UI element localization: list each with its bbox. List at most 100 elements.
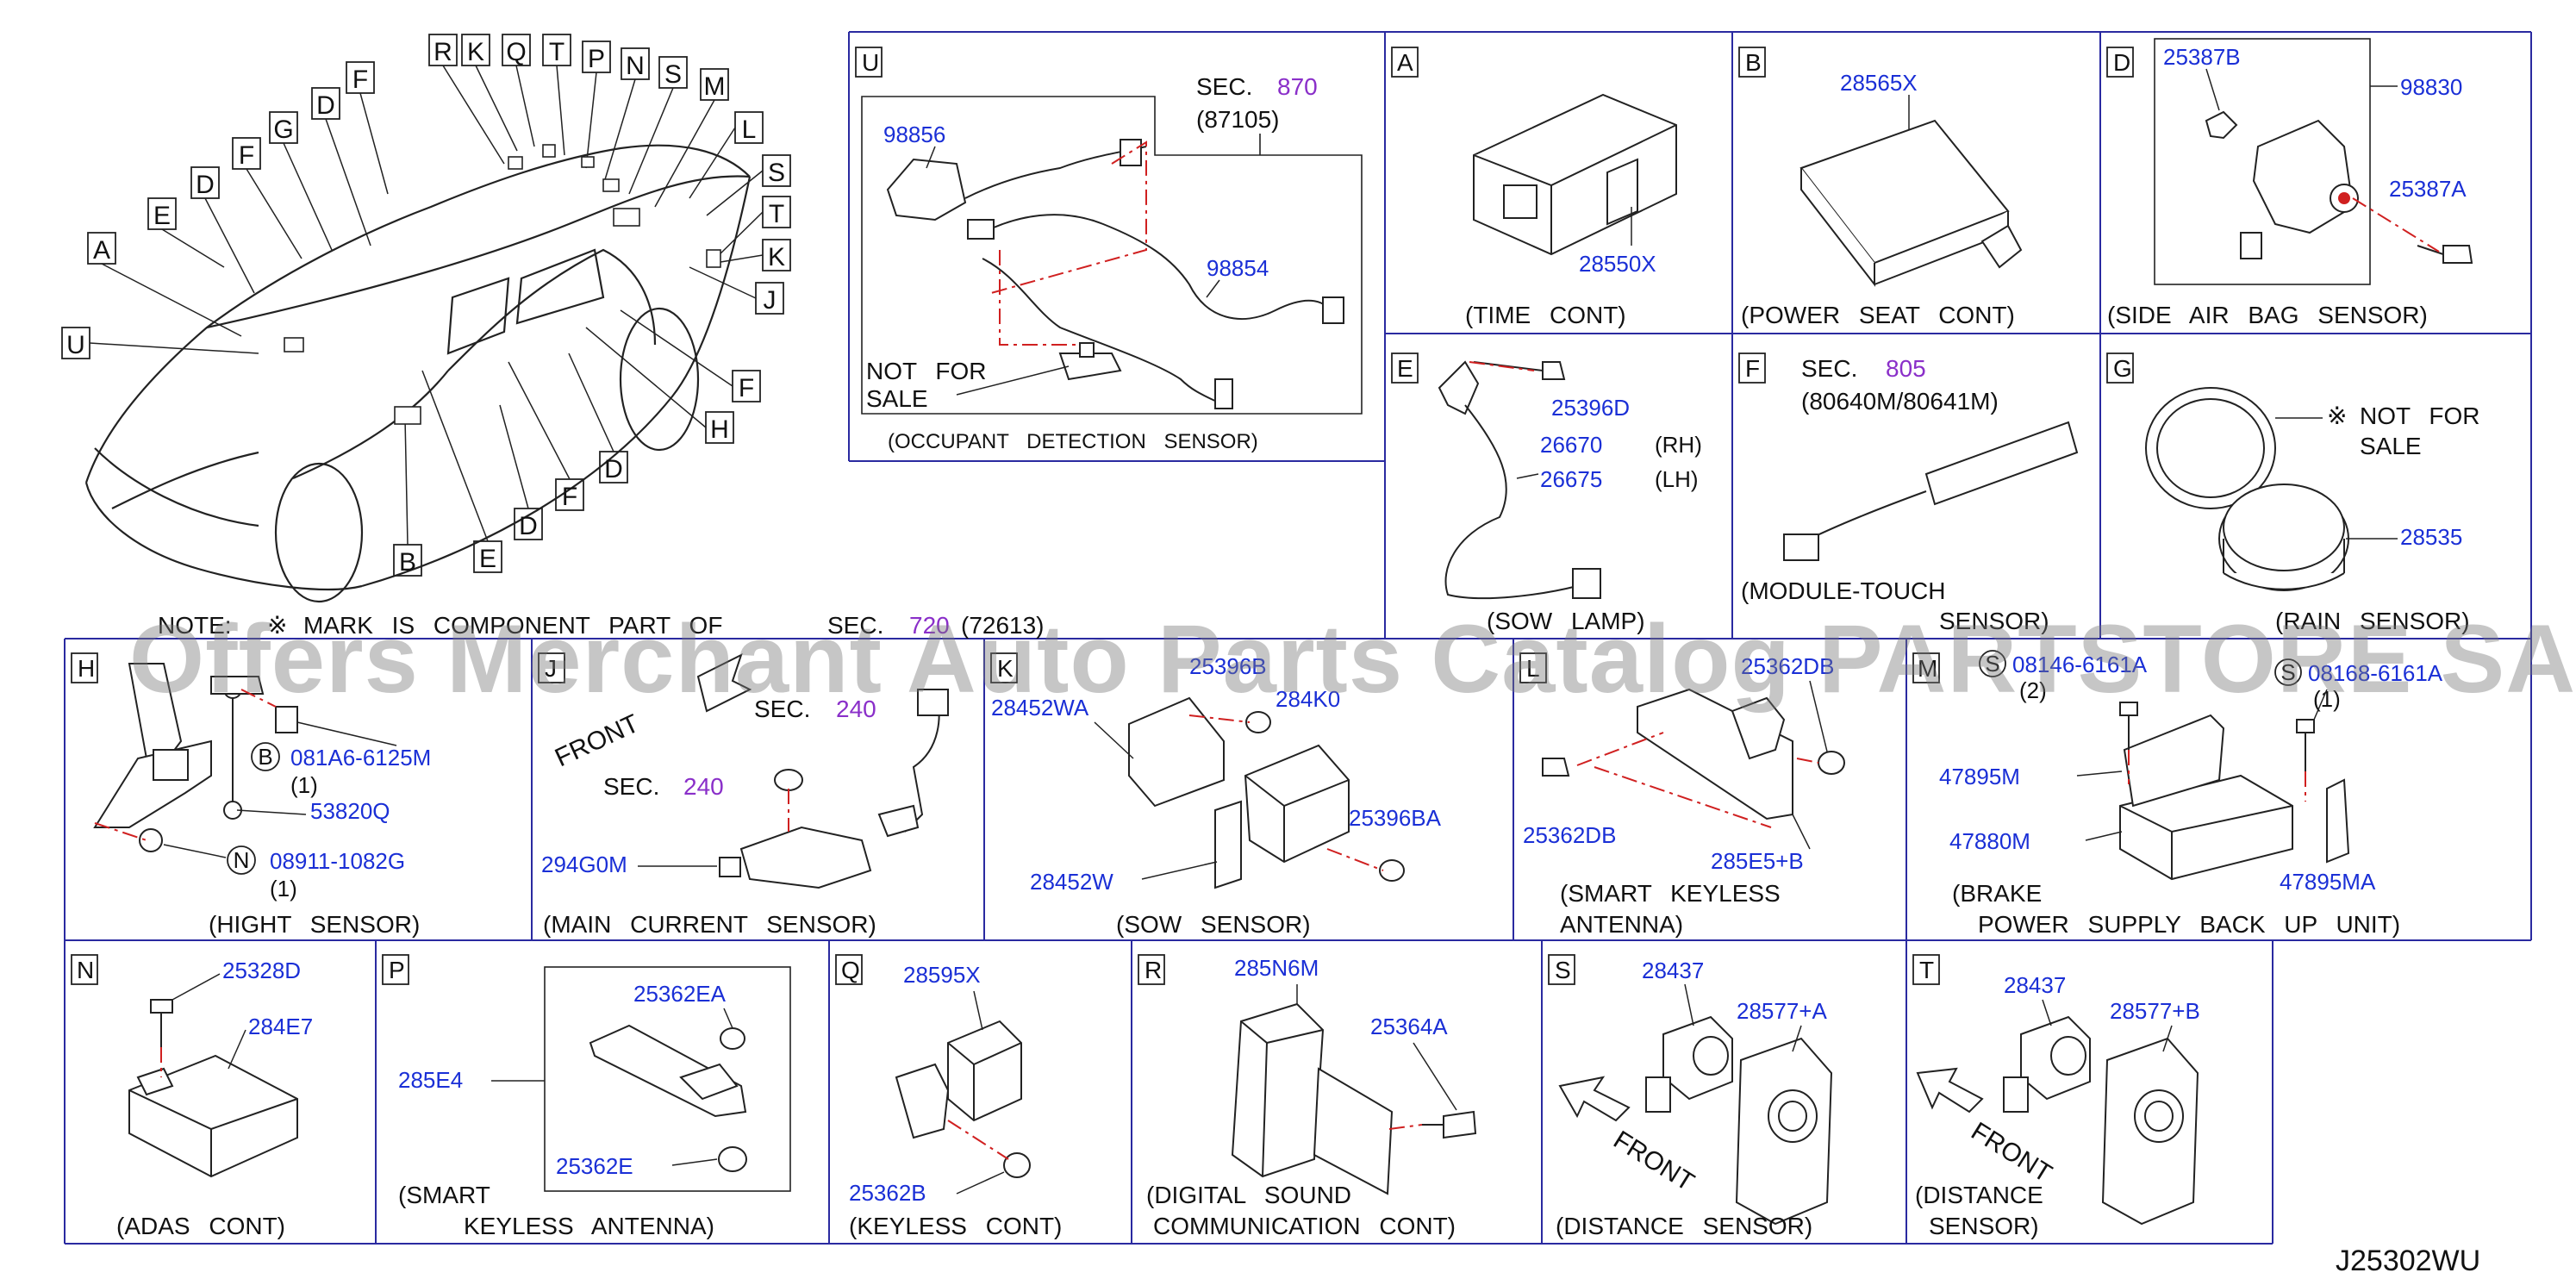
caption-L-1: (SMART KEYLESS xyxy=(1560,880,1781,907)
panel-letter-U: U xyxy=(862,49,879,76)
caption-F-1: (MODULE-TOUCH xyxy=(1741,577,1945,604)
panel-K: K 28452WA 25396B 284K0 25396BA 28452W (S… xyxy=(990,652,1442,938)
part-25362E: 25362E xyxy=(556,1153,633,1179)
part-28550X: 28550X xyxy=(1579,251,1656,277)
part-08911-1082G: 08911-1082G xyxy=(270,848,405,874)
caption-Q: (KEYLESS CONT) xyxy=(849,1213,1062,1239)
caption-A: (TIME CONT) xyxy=(1465,302,1626,328)
part-28565X: 28565X xyxy=(1840,70,1918,96)
front-label: FRONT xyxy=(1608,1126,1699,1197)
panel-J: J FRONT SEC. 240 SEC. 240 294G0M (MAIN C… xyxy=(538,652,949,938)
part-284E7: 284E7 xyxy=(248,1014,313,1039)
callout-F: F xyxy=(352,66,368,94)
panel-letter-L: L xyxy=(1526,655,1540,682)
callout-F: F xyxy=(739,374,754,402)
part-28452W: 28452W xyxy=(1030,869,1113,895)
circle-S-1: S xyxy=(1985,651,1999,677)
part-25387B: 25387B xyxy=(2163,44,2241,70)
panel-M: M S 08146-6161A (2) S 08168-6161A (1) 47… xyxy=(1912,650,2443,938)
part-25362EA: 25362EA xyxy=(633,981,727,1007)
part-25328D: 25328D xyxy=(222,958,301,983)
sec-num-2: 240 xyxy=(683,773,724,800)
part-98830: 98830 xyxy=(2400,74,2462,100)
part-28437: 28437 xyxy=(1642,958,1704,983)
panel-B: B 28565X (POWER SEAT CONT) xyxy=(1738,47,2023,328)
panel-letter-K: K xyxy=(997,655,1014,682)
panel-N: N 25328D 284E7 (ADAS CONT) xyxy=(71,954,313,1239)
panel-H: H B 081A6-6125M (1) 53820Q N 08911-1082G… xyxy=(71,652,431,938)
part-284K0: 284K0 xyxy=(1276,686,1340,712)
caption-S: (DISTANCE SENSOR) xyxy=(1556,1213,1812,1239)
panel-letter-S: S xyxy=(1555,957,1571,983)
panel-letter-T: T xyxy=(1919,957,1934,983)
caption-K: (SOW SENSOR) xyxy=(1116,911,1311,938)
part-25396D: 25396D xyxy=(1551,395,1630,421)
part-08146-6161A: 08146-6161A xyxy=(2012,652,2148,677)
callout-N: N xyxy=(626,52,645,80)
part-25362DB: 25362DB xyxy=(1523,822,1616,848)
note-sec-num: 720 xyxy=(909,612,950,639)
panel-letter-F: F xyxy=(1745,355,1760,382)
part-28437: 28437 xyxy=(2004,972,2066,998)
circle-S-2: S xyxy=(2280,659,2295,685)
panel-letter-H: H xyxy=(78,655,95,682)
caption-P-1: (SMART xyxy=(398,1182,490,1208)
part-08168-6161A: 08168-6161A xyxy=(2308,660,2443,686)
panel-G: G ※ NOT FOR SALE 28535 (RAIN SENSOR) xyxy=(2106,353,2479,634)
panel-letter-R: R xyxy=(1145,957,1162,983)
panel-U: U SEC. 870 (87105) 98856 98854 NOT FOR S… xyxy=(855,47,1363,453)
callout-D: D xyxy=(196,171,215,199)
part-25396B: 25396B xyxy=(1189,653,1267,679)
panel-P: P 25362EA 285E4 25362E (SMART KEYLESS AN… xyxy=(382,954,791,1239)
part-28595X: 28595X xyxy=(903,962,981,988)
panel-grid xyxy=(64,31,2532,1245)
nfs-1: NOT FOR xyxy=(2360,402,2479,429)
panel-Q: Q 28595X 25362B (KEYLESS CONT) xyxy=(835,954,1062,1239)
qty-2: (2) xyxy=(2019,677,2047,703)
panel-E: E 25396D 26670 (RH) 26675 (LH) (SOW LAMP… xyxy=(1391,353,1702,634)
caption-B: (POWER SEAT CONT) xyxy=(1741,302,2015,328)
callout-H: H xyxy=(710,415,729,444)
not-for-sale-1: NOT FOR xyxy=(866,358,986,384)
qty-2: (1) xyxy=(270,876,297,902)
caption-P-2: KEYLESS ANTENNA) xyxy=(464,1213,714,1239)
part-25362DB-top: 25362DB xyxy=(1741,653,1834,679)
note-prefix: NOTE: xyxy=(158,612,232,639)
callout-T: T xyxy=(769,200,784,228)
sec-label: SEC. xyxy=(1801,355,1857,382)
part-53820Q: 53820Q xyxy=(310,798,390,824)
caption-T-2: SENSOR) xyxy=(1929,1213,2039,1239)
callout-A: A xyxy=(93,236,110,265)
callout-L: L xyxy=(742,115,757,144)
part-28577+A: 28577+A xyxy=(1737,998,1827,1024)
callout-M: M xyxy=(704,72,726,101)
note-sec-sub: (72613) xyxy=(961,612,1045,639)
qty-1: (1) xyxy=(290,772,318,798)
part-98856: 98856 xyxy=(883,122,945,147)
panel-R: R 285N6M 25364A (DIGITAL SOUND COMMUNICA… xyxy=(1138,954,1477,1239)
panel-F: F SEC. 805 (80640M/80641M) (MODULE-TOUCH… xyxy=(1738,353,2079,634)
part-28577+B: 28577+B xyxy=(2110,998,2200,1024)
caption-R-2: COMMUNICATION CONT) xyxy=(1153,1213,1456,1239)
caption-H: (HIGHT SENSOR) xyxy=(209,911,420,938)
panel-letter-D: D xyxy=(2113,49,2130,76)
caption-M-1: (BRAKE xyxy=(1952,880,2042,907)
panel-letter-N: N xyxy=(77,957,94,983)
panel-T: T 28437 28577+B FRONT (DISTANCE SENSOR) xyxy=(1912,954,2200,1239)
panel-A: A 28550X (TIME CONT) xyxy=(1391,47,1677,328)
circle-N: N xyxy=(234,847,250,873)
caption-R-1: (DIGITAL SOUND xyxy=(1146,1182,1351,1208)
callout-S: S xyxy=(768,159,785,187)
part-47895M: 47895M xyxy=(1939,764,2020,789)
panel-letter-Q: Q xyxy=(841,957,860,983)
sec-num: 805 xyxy=(1886,355,1926,382)
part-28452WA: 28452WA xyxy=(991,695,1089,721)
caption-T-1: (DISTANCE xyxy=(1915,1182,2043,1208)
callout-D: D xyxy=(519,512,538,540)
panel-L: L 25362DB 25362DB 285E5+B (SMART KEYLESS… xyxy=(1519,652,1845,938)
caption-M-2: POWER SUPPLY BACK UP UNIT) xyxy=(1978,911,2400,938)
front-label: FRONT xyxy=(551,709,644,773)
callout-R: R xyxy=(433,38,452,66)
note-text: MARK IS COMPONENT PART OF xyxy=(303,612,722,639)
note-mark: ※ xyxy=(267,612,287,639)
